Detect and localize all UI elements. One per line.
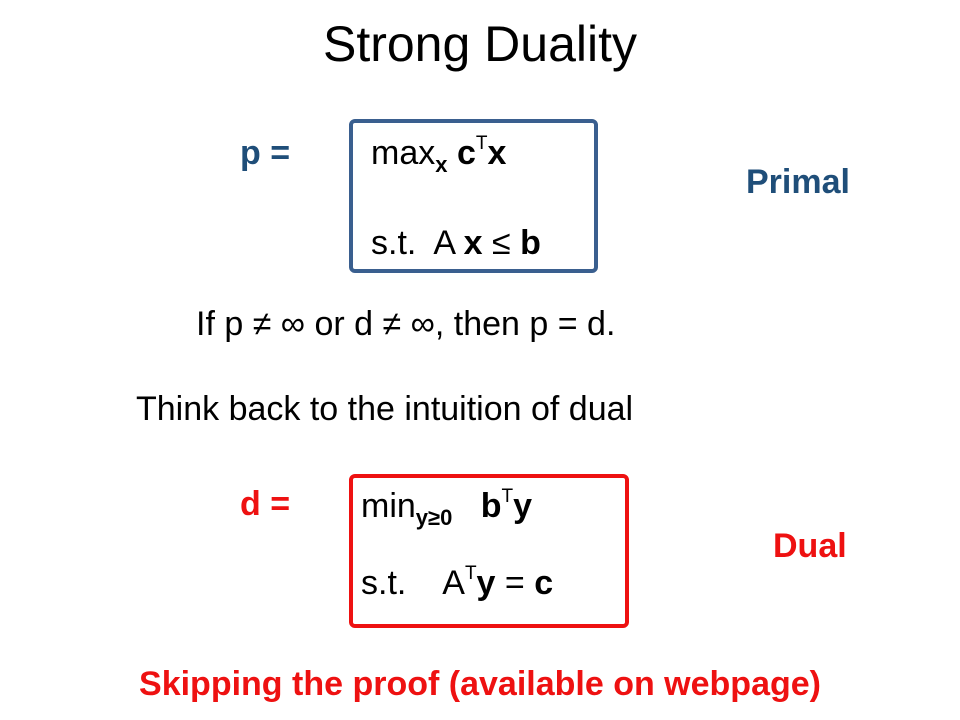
dual-constraint-prefix: s.t. A: [361, 564, 465, 602]
dual-objective-subscript: y≥0: [415, 505, 453, 530]
dual-objective-var1: b: [480, 487, 502, 525]
dual-constraint: s.t. ATy = c: [361, 561, 553, 611]
dual-constraint-var: y: [476, 564, 496, 602]
primal-objective-var1: c: [456, 134, 476, 172]
primal-objective-op: max: [371, 134, 436, 172]
dual-objective-op: min: [361, 487, 416, 525]
dual-objective-superscript: T: [501, 486, 514, 507]
intuition-note: Think back to the intuition of dual: [136, 390, 634, 428]
slide-title: Strong Duality: [322, 16, 638, 72]
primal-constraint-var: x: [463, 224, 483, 262]
primal-objective-superscript: T: [475, 133, 488, 154]
dual-tag: Dual: [773, 527, 847, 565]
primal-objective-subscript: x: [435, 152, 448, 177]
primal-constraint-prefix: s.t. A: [371, 224, 464, 262]
proof-note: Skipping the proof (available on webpage…: [139, 665, 821, 703]
dual-constraint-relation: =: [495, 564, 535, 602]
dual-problem-box: [349, 474, 629, 628]
primal-objective-var2: x: [487, 134, 507, 172]
dual-constraint-superscript: T: [464, 563, 477, 584]
primal-constraint: s.t. A x ≤ b: [371, 221, 541, 265]
primal-constraint-relation: ≤: [482, 224, 521, 262]
primal-constraint-rhs: b: [520, 224, 541, 262]
dual-constraint-rhs: c: [534, 564, 554, 602]
dual-objective: miny≥0 bTy: [361, 484, 532, 534]
strong-duality-statement: If p ≠ ∞ or d ≠ ∞, then p = d.: [196, 305, 616, 343]
dual-objective-gap: [452, 487, 480, 525]
primal-tag: Primal: [746, 163, 850, 201]
primal-problem-box: [349, 119, 598, 273]
primal-value-label: p =: [240, 134, 291, 172]
primal-objective: maxx cTx: [371, 131, 506, 181]
dual-value-label: d =: [240, 485, 291, 523]
dual-objective-var2: y: [513, 487, 532, 525]
